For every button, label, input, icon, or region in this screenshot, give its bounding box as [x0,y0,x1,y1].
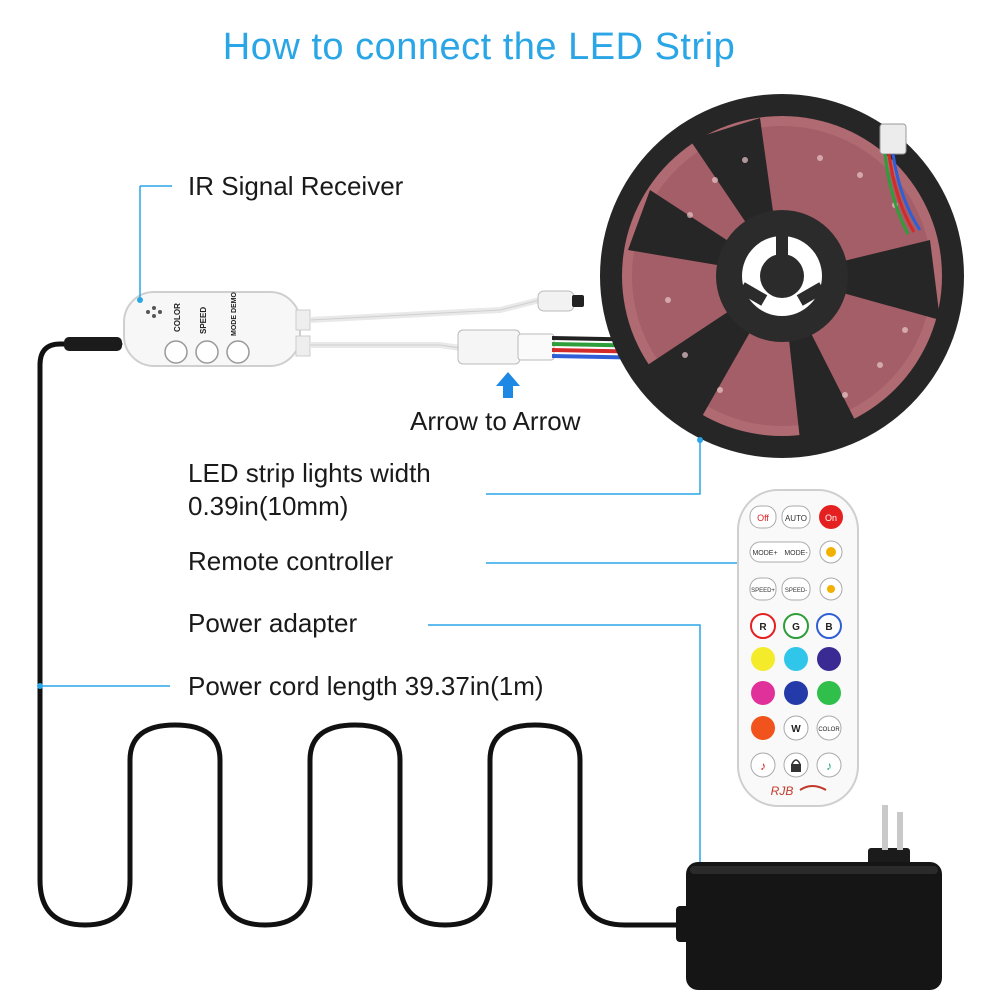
remote-speed-plus-button[interactable] [749,577,777,601]
remote-mode-plus-label: MODE+ [752,550,777,557]
color-button-label: COLOR [173,303,182,332]
remote-mode-button[interactable] [749,541,811,563]
remote-w-button[interactable] [783,715,809,741]
remote-brand-logo: RJB [771,784,794,798]
remote-color-button[interactable] [817,647,841,671]
power-adapter [676,805,942,990]
remote-auto-button[interactable] [781,505,811,529]
mode-button-label: MODE DEMO [231,292,238,337]
arrow-label: Arrow to Arrow [410,406,581,436]
strip-width-label: LED strip lights width [188,458,431,488]
remote-color-cycle-button[interactable] [816,715,842,741]
remote-color-button[interactable] [817,681,841,705]
remote-r-button[interactable] [750,613,776,639]
remote-color-button[interactable] [784,647,808,671]
remote-speed-plus-label: SPEED+ [751,588,775,594]
page-title: How to connect the LED Strip [222,26,736,68]
music1-icon[interactable] [750,752,776,778]
remote-color-button[interactable] [751,716,775,740]
arrow-up-icon [496,372,520,398]
svg-text:♪: ♪ [826,759,832,773]
remote-auto-label: AUTO [785,514,807,523]
power-cord [37,341,693,928]
remote-on-button[interactable] [819,505,843,529]
remote-g-button[interactable] [783,613,809,639]
cord-length-label: Power cord length 39.37in(1m) [188,671,544,701]
remote-color-button[interactable] [784,681,808,705]
remote-on-label: On [825,513,837,523]
remote-b-label: B [825,622,832,633]
remote-off-label: Off [757,513,769,523]
remote-speed-minus-button[interactable] [781,577,811,601]
rgb-connector [457,329,521,365]
remote-w-label: W [791,724,801,735]
speed-button-label: SPEED [199,307,208,334]
remote-color-button[interactable] [751,647,775,671]
remote-r-label: R [759,622,767,633]
remote-label: Remote controller [188,546,394,576]
remote-g-label: G [792,622,800,633]
remote-mode-minus-label: MODE- [784,550,808,557]
strip-width-value: 0.39in(10mm) [188,491,349,521]
callout-lines [40,185,740,880]
ir-receiver-cable [309,297,541,323]
color-button[interactable] [164,340,188,364]
ir-receiver-label: IR Signal Receiver [188,171,404,201]
remote-speed-minus-label: SPEED- [785,588,807,594]
remote-off-button[interactable] [749,505,777,529]
remote-color-label: COLOR [818,727,840,733]
adapter-label: Power adapter [188,608,358,638]
led-strip-reel [600,94,964,458]
remote-controller: Off AUTO On MODE+ MODE- SPEED+ SPEED- R … [737,489,859,807]
remote-b-button[interactable] [816,613,842,639]
mode-button[interactable] [226,340,250,364]
dc-plug [64,337,122,351]
music2-icon[interactable] [816,752,842,778]
ir-receiver-head [537,290,575,312]
ir-controller: COLOR SPEED MODE DEMO [123,291,311,367]
speed-button[interactable] [195,340,219,364]
remote-color-button[interactable] [751,681,775,705]
svg-text:♪: ♪ [760,759,766,773]
